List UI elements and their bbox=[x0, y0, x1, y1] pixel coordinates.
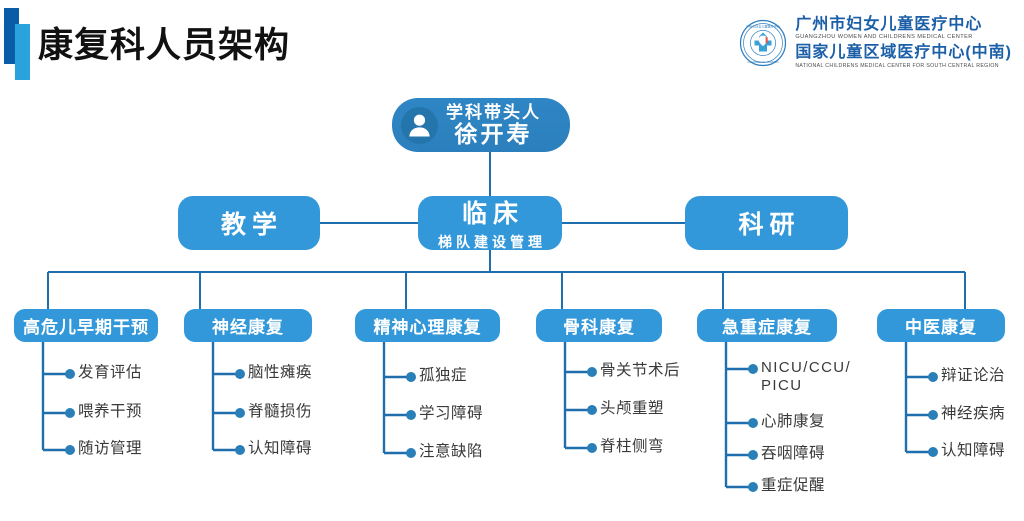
root-name-label: 徐开寿 bbox=[454, 121, 533, 148]
logo-line2-en: NATIONAL CHILDRENS MEDICAL CENTER FOR SO… bbox=[795, 63, 999, 69]
leaf-item[interactable]: 头颅重塑 bbox=[600, 400, 665, 417]
leaf-item[interactable]: 吞咽障碍 bbox=[761, 445, 826, 462]
node-research[interactable]: 科研 bbox=[685, 196, 848, 250]
leaf-item[interactable]: 认知障碍 bbox=[941, 442, 1006, 459]
leaf-item[interactable]: 认知障碍 bbox=[248, 440, 313, 457]
node-tcm-rehabilitation[interactable]: 中医康复 bbox=[877, 309, 1005, 342]
leaf-item[interactable]: 重症促醒 bbox=[761, 477, 826, 494]
svg-text:广州市妇女儿童医疗中心: 广州市妇女儿童医疗中心 bbox=[746, 24, 780, 29]
node-psychiatric-psychological-rehabilitation[interactable]: 精神心理康复 bbox=[355, 309, 500, 342]
node-label: 精神心理康复 bbox=[373, 318, 482, 337]
node-clinical-sublabel: 梯队建设管理 bbox=[438, 234, 546, 250]
leaf-item[interactable]: 发育评估 bbox=[78, 364, 143, 381]
logo-line1-en: GUANGZHOU WOMEN AND CHILDRENS MEDICAL CE… bbox=[795, 34, 973, 40]
leaf-item[interactable]: 喂养干预 bbox=[78, 403, 143, 420]
leaf-item[interactable]: 脊髓损伤 bbox=[248, 403, 313, 420]
leaf-item[interactable]: 心肺康复 bbox=[761, 413, 826, 430]
node-label: 神经康复 bbox=[212, 318, 284, 337]
hospital-logo: 广州市妇女儿童医疗中心 GUANGZHOU WOMEN 广州市妇女儿童医疗中心 … bbox=[739, 16, 1012, 70]
leaf-item[interactable]: 随访管理 bbox=[78, 440, 143, 457]
node-high-risk-infant-early-intervention[interactable]: 高危儿早期干预 bbox=[14, 309, 158, 342]
node-label: 急重症康复 bbox=[722, 318, 812, 337]
leaf-item[interactable]: 神经疾病 bbox=[941, 405, 1006, 422]
leaf-item[interactable]: 学习障碍 bbox=[419, 405, 484, 422]
logo-line1-cn: 广州市妇女儿童医疗中心 bbox=[795, 16, 983, 33]
node-teaching-label: 教学 bbox=[220, 211, 283, 239]
root-role-label: 学科带头人 bbox=[446, 102, 541, 122]
node-label: 中医康复 bbox=[905, 318, 977, 337]
leaf-item[interactable]: 脊柱侧弯 bbox=[600, 438, 665, 455]
leaf-item[interactable]: 脑性瘫痪 bbox=[248, 364, 313, 381]
person-avatar-icon bbox=[401, 106, 438, 144]
node-clinical-label: 临床 bbox=[461, 200, 524, 228]
hospital-seal-icon: 广州市妇女儿童医疗中心 GUANGZHOU WOMEN bbox=[739, 19, 787, 67]
logo-line2-cn: 国家儿童区域医疗中心(中南) bbox=[795, 44, 1012, 61]
node-teaching[interactable]: 教学 bbox=[178, 196, 320, 250]
page-title: 康复科人员架构 bbox=[38, 26, 291, 65]
leaf-item[interactable]: NICU/CCU/ PICU bbox=[761, 359, 852, 394]
node-research-label: 科研 bbox=[738, 211, 801, 239]
leaf-item[interactable]: 孤独症 bbox=[419, 367, 468, 384]
node-neuro-rehabilitation[interactable]: 神经康复 bbox=[184, 309, 312, 342]
svg-text:GUANGZHOU WOMEN: GUANGZHOU WOMEN bbox=[748, 60, 779, 64]
node-clinical[interactable]: 临床 梯队建设管理 bbox=[418, 196, 562, 250]
title-decoration bbox=[4, 8, 38, 82]
node-critical-care-rehabilitation[interactable]: 急重症康复 bbox=[697, 309, 837, 342]
leaf-item[interactable]: 辩证论治 bbox=[941, 367, 1006, 384]
leaf-item[interactable]: 注意缺陷 bbox=[419, 443, 484, 460]
node-label: 高危儿早期干预 bbox=[23, 318, 149, 337]
logo-text-block: 广州市妇女儿童医疗中心 GUANGZHOU WOMEN AND CHILDREN… bbox=[795, 16, 1012, 70]
node-label: 骨科康复 bbox=[563, 318, 635, 337]
node-orthopedic-rehabilitation[interactable]: 骨科康复 bbox=[536, 309, 662, 342]
title-decor-bar-light bbox=[15, 24, 30, 80]
leaf-item[interactable]: 骨关节术后 bbox=[600, 362, 681, 379]
node-root-discipline-leader[interactable]: 学科带头人 徐开寿 bbox=[392, 98, 570, 152]
